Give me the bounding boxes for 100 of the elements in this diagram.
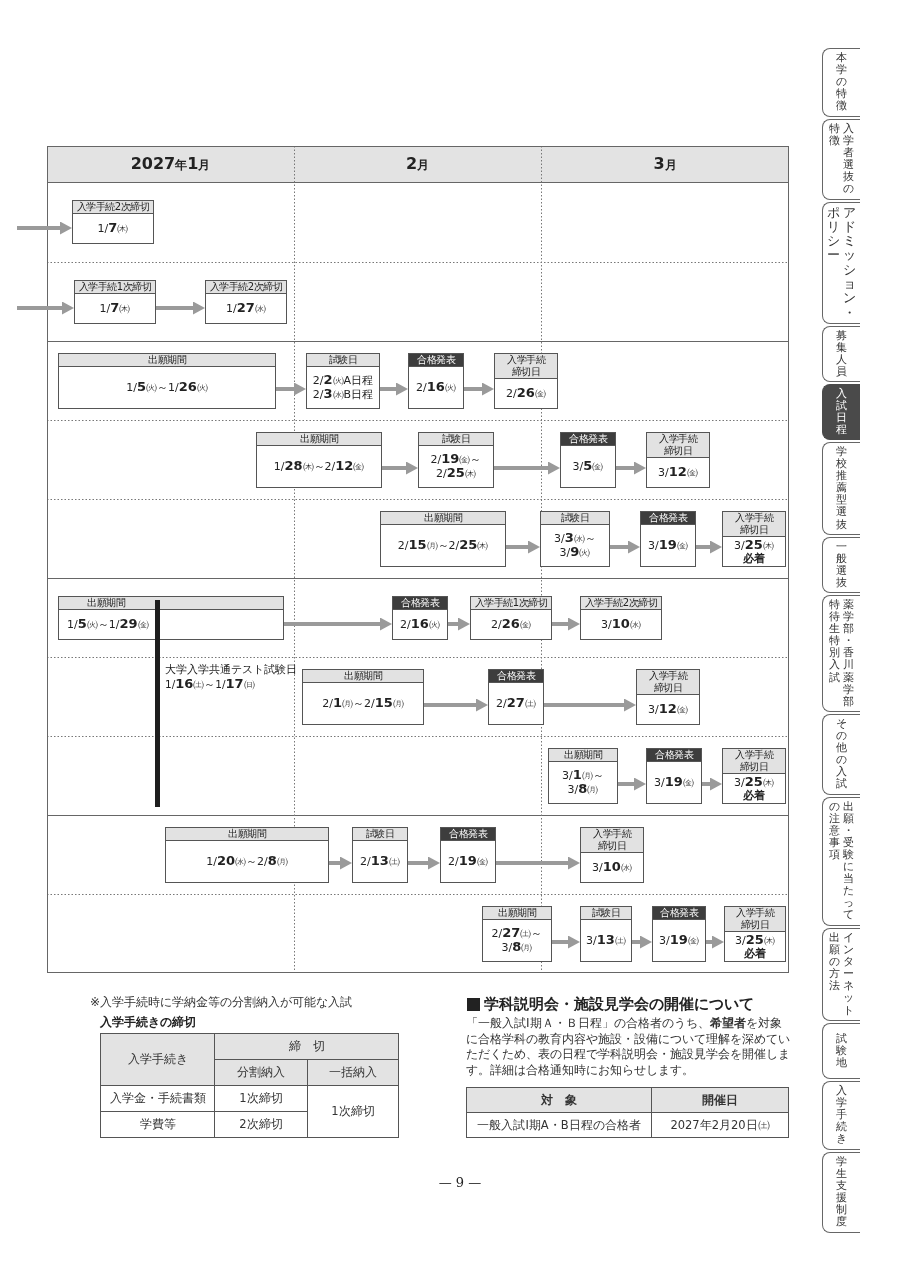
tab-label: 出願・受験に当たっての注意事項 bbox=[829, 800, 854, 923]
stage-label: 合格発表 bbox=[409, 353, 463, 367]
date-box bbox=[540, 510, 610, 567]
date-box bbox=[72, 199, 154, 244]
stage-label: 出願期間 bbox=[59, 353, 275, 367]
arrow bbox=[494, 461, 560, 475]
date-text: 1/5㈫～1/29㈮ bbox=[67, 617, 149, 631]
arrow bbox=[702, 777, 722, 791]
stage-label: 合格発表 bbox=[393, 596, 447, 610]
arrow bbox=[706, 935, 724, 949]
side-tab bbox=[822, 1081, 860, 1150]
date-text: 3/12㈮ bbox=[658, 465, 698, 479]
stage-label: 合格発表 bbox=[441, 827, 495, 841]
arrow bbox=[544, 698, 636, 712]
side-tab bbox=[822, 326, 860, 382]
date-box bbox=[58, 352, 276, 409]
date-text: 1/7㈭ bbox=[97, 221, 129, 235]
date-text: 3/10㈬ bbox=[592, 860, 632, 874]
stage-label: 出願期間 bbox=[59, 596, 283, 610]
section-heading: 学科説明会・施設見学会の開催について bbox=[484, 994, 754, 1014]
date-text: 2/16㈫ bbox=[416, 380, 456, 394]
arrow bbox=[380, 382, 408, 396]
date-text: 3/10㈬ bbox=[601, 617, 641, 631]
header-cell: 開催日 bbox=[651, 1087, 789, 1113]
date-text: 2/13㈯ bbox=[360, 854, 400, 868]
date-box bbox=[646, 747, 702, 804]
date-box bbox=[256, 431, 382, 488]
date-box bbox=[548, 747, 618, 804]
stage-label: 出願期間 bbox=[166, 827, 328, 841]
side-tab bbox=[822, 1152, 860, 1233]
annotation-text: 大学入学共通テスト試験日 bbox=[165, 662, 297, 676]
side-tab bbox=[822, 119, 860, 200]
page-number: — 9 — bbox=[438, 1175, 482, 1190]
data-cell: 2027年2月20日㈯ bbox=[651, 1112, 789, 1138]
date-text: 2/27㈯～ 3/8㈪ bbox=[490, 926, 544, 954]
date-box bbox=[205, 279, 287, 324]
date-text: 3/19㈮ bbox=[648, 538, 688, 552]
date-text: 2/2㈫A日程 2/3㈬B日程 bbox=[311, 373, 375, 401]
stage-label: 試験日 bbox=[307, 353, 379, 367]
date-text: 2/19㈮～ 2/25㈭ bbox=[429, 452, 483, 480]
data-cell: 入学金・手続書類 bbox=[100, 1085, 215, 1112]
stage-label: 入学手続2次締切 bbox=[206, 280, 286, 294]
tab-label: 一般選抜 bbox=[836, 540, 847, 590]
stage-label: 合格発表 bbox=[653, 906, 705, 920]
data-cell: 1次締切 bbox=[214, 1085, 308, 1112]
date-box bbox=[580, 595, 662, 640]
tab-label: 入学手続き bbox=[836, 1085, 847, 1146]
data-cell: 学費等 bbox=[100, 1111, 215, 1138]
date-text: 3/25㈭ bbox=[734, 774, 774, 789]
stage-label: 入学手続締切日 bbox=[581, 827, 643, 853]
stage-label: 出願期間 bbox=[549, 748, 617, 762]
tab-label: 入試日程 bbox=[836, 387, 847, 437]
footnote: ※入学手続時に学納金等の分割納入が可能な入試 bbox=[90, 995, 353, 1010]
stage-label: 合格発表 bbox=[489, 669, 543, 683]
date-box bbox=[408, 352, 464, 409]
side-tab bbox=[822, 595, 860, 712]
tab-label: 本学の特徴 bbox=[836, 52, 847, 113]
date-box bbox=[640, 510, 696, 567]
stage-label: 入学手続締切日 bbox=[637, 669, 699, 695]
data-cell: 1次締切 bbox=[307, 1085, 399, 1138]
stage-label: 入学手続締切日 bbox=[723, 748, 785, 774]
arrow bbox=[552, 935, 580, 949]
date-text: 2/19㈮ bbox=[448, 854, 488, 868]
date-text: 1/20㈬～2/8㈪ bbox=[206, 854, 288, 868]
date-box bbox=[580, 826, 644, 883]
date-box bbox=[580, 905, 632, 962]
date-text: 1/5㈫～1/26㈫ bbox=[126, 380, 208, 394]
header-cell: 分割納入 bbox=[214, 1059, 308, 1086]
date-text: 3/19㈮ bbox=[654, 775, 694, 789]
arrow bbox=[632, 935, 652, 949]
date-box bbox=[302, 668, 424, 725]
date-box bbox=[165, 826, 329, 883]
header-cell: 対 象 bbox=[466, 1087, 652, 1113]
date-box bbox=[352, 826, 408, 883]
arrow bbox=[424, 698, 488, 712]
stage-label: 入学手続締切日 bbox=[723, 511, 785, 537]
date-text: 2/26㈮ bbox=[506, 386, 546, 400]
arrow bbox=[506, 540, 540, 554]
stage-label: 合格発表 bbox=[647, 748, 701, 762]
note-text: 必着 bbox=[743, 551, 765, 565]
date-box bbox=[652, 905, 706, 962]
stage-label: 入学手続締切日 bbox=[495, 353, 557, 379]
arrow bbox=[610, 540, 640, 554]
date-text: 1/28㈭～2/12㈮ bbox=[273, 459, 365, 473]
date-box bbox=[380, 510, 506, 567]
stage-label: 出願期間 bbox=[381, 511, 505, 525]
tab-label: 募集人員 bbox=[836, 329, 847, 379]
date-text: 3/13㈯ bbox=[586, 933, 626, 947]
arrow bbox=[156, 301, 205, 315]
side-tab bbox=[822, 384, 860, 440]
date-text: 3/12㈮ bbox=[648, 702, 688, 716]
arrow bbox=[448, 617, 470, 631]
date-box bbox=[722, 747, 786, 804]
tab-label: 学生支援制度 bbox=[836, 1156, 847, 1229]
side-tab bbox=[822, 442, 860, 535]
side-tab bbox=[822, 928, 860, 1021]
arrow bbox=[496, 856, 580, 870]
arrow bbox=[382, 461, 418, 475]
table-title: 入学手続きの締切 bbox=[100, 1015, 196, 1029]
stage-label: 試験日 bbox=[353, 827, 407, 841]
